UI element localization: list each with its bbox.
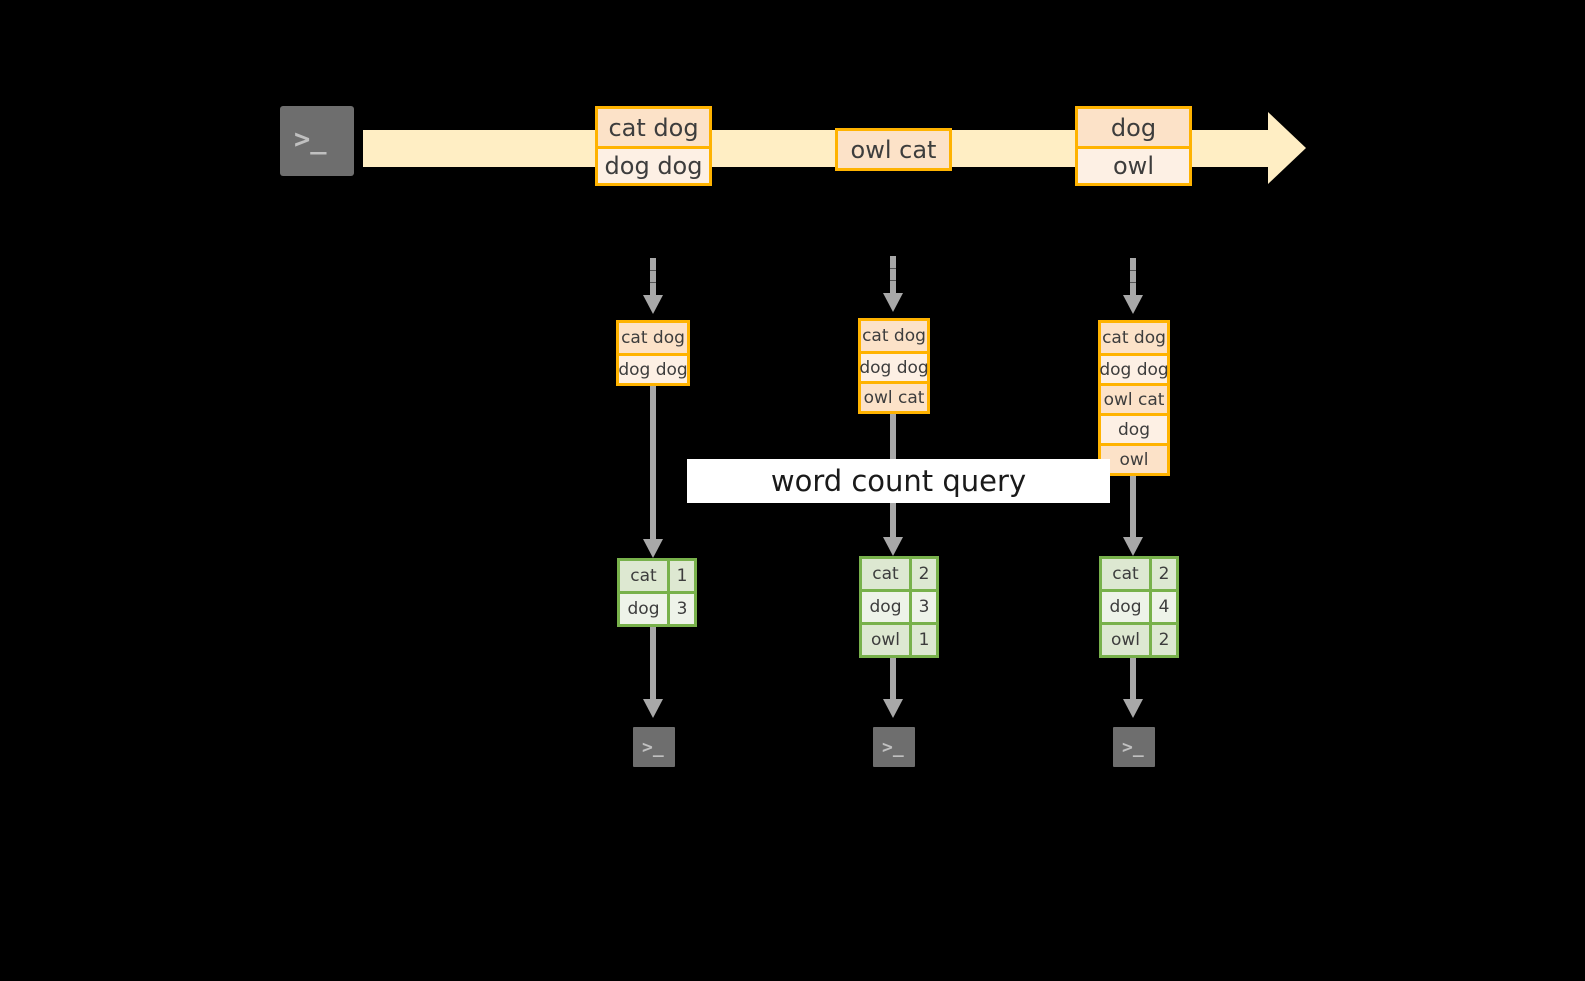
table-cell-count: 2 — [1149, 559, 1176, 589]
snapshot-input-line: dog dog — [859, 351, 929, 381]
snapshot-input-line: owl cat — [1101, 383, 1167, 413]
stream-record-line: owl — [1078, 146, 1189, 183]
table-cell-word: dog — [620, 594, 667, 624]
table-cell-count: 3 — [667, 594, 694, 624]
source-terminal-icon: >_ — [271, 97, 363, 185]
stream-record-line: cat dog — [598, 109, 709, 146]
stream-record-line: dog dog — [598, 146, 709, 183]
terminal-prompt-icon: >_ — [882, 737, 904, 758]
table-cell-word: cat — [1102, 559, 1149, 589]
table-cell-count: 1 — [909, 625, 936, 655]
snapshot-1-result-table: cat 1 dog 3 — [617, 558, 697, 627]
table-cell-count: 3 — [909, 592, 936, 622]
terminal-prompt-icon: >_ — [1122, 737, 1144, 758]
table-cell-count: 2 — [909, 559, 936, 589]
table-cell-word: dog — [1102, 592, 1149, 622]
stream-record-group-1: cat dog dog dog — [595, 106, 712, 186]
table-row: dog 4 — [1102, 589, 1176, 622]
snapshot-input-line: dog dog — [1099, 353, 1169, 383]
snapshot-input-line: owl — [1101, 443, 1167, 473]
stream-record-line: dog — [1078, 109, 1189, 146]
table-cell-count: 4 — [1149, 592, 1176, 622]
snapshot-input-line: owl cat — [861, 381, 927, 411]
table-row: owl 1 — [862, 622, 936, 655]
snapshot-input-line: cat dog — [1101, 323, 1167, 353]
input-stream-arrowhead-icon — [1268, 112, 1306, 184]
snapshot-2-sink-terminal-icon: >_ — [864, 718, 924, 776]
stream-record-group-2: owl cat — [835, 128, 952, 171]
snapshot-3-input-box: cat dog dog dog owl cat dog owl — [1098, 320, 1170, 476]
snapshot-1-input-box: cat dog dog dog — [616, 320, 690, 386]
terminal-prompt-icon: >_ — [642, 737, 664, 758]
table-cell-word: cat — [620, 561, 667, 591]
snapshot-3-result-table: cat 2 dog 4 owl 2 — [1099, 556, 1179, 658]
terminal-prompt-icon: >_ — [294, 124, 327, 155]
snapshot-3-sink-terminal-icon: >_ — [1104, 718, 1164, 776]
snapshot-input-line: cat dog — [619, 323, 687, 353]
table-cell-count: 1 — [667, 561, 694, 591]
snapshot-input-line: cat dog — [861, 321, 927, 351]
table-row: dog 3 — [862, 589, 936, 622]
table-row: owl 2 — [1102, 622, 1176, 655]
snapshot-2-input-box: cat dog dog dog owl cat — [858, 318, 930, 414]
stream-record-group-3: dog owl — [1075, 106, 1192, 186]
snapshot-input-line: dog dog — [618, 353, 688, 383]
table-row: cat 2 — [862, 559, 936, 589]
table-cell-word: dog — [862, 592, 909, 622]
snapshot-2-result-table: cat 2 dog 3 owl 1 — [859, 556, 939, 658]
table-row: dog 3 — [620, 591, 694, 624]
table-cell-word: cat — [862, 559, 909, 589]
snapshot-1-sink-terminal-icon: >_ — [624, 718, 684, 776]
table-row: cat 2 — [1102, 559, 1176, 589]
stream-record-line: owl cat — [838, 131, 949, 168]
table-cell-word: owl — [862, 625, 909, 655]
table-cell-count: 2 — [1149, 625, 1176, 655]
query-label: word count query — [687, 459, 1110, 503]
snapshot-input-line: dog — [1101, 413, 1167, 443]
table-cell-word: owl — [1102, 625, 1149, 655]
table-row: cat 1 — [620, 561, 694, 591]
